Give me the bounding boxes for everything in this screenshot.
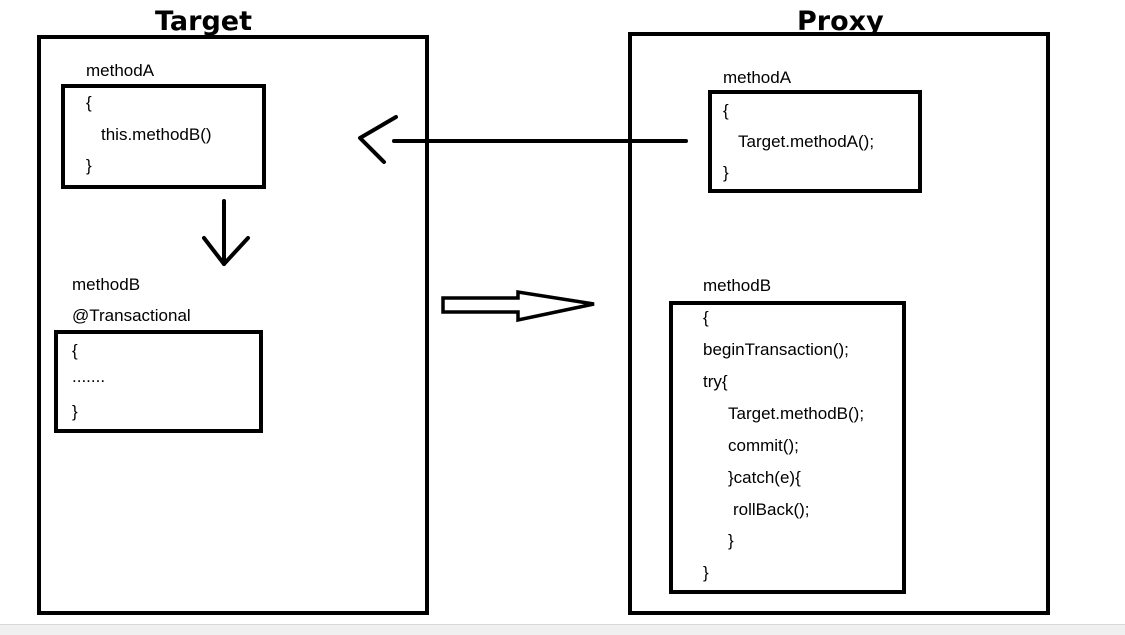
proxy-generation-arrow [441, 289, 595, 323]
proxy-methodB-line-3: try{ [703, 372, 728, 391]
proxy-methodA-close-brace: } [723, 163, 729, 182]
proxy-methodB-line-2: beginTransaction(); [703, 340, 849, 359]
proxy-methodB-box [669, 301, 906, 594]
proxy-methodA-box [708, 90, 922, 193]
target-methodB-body: ....... [72, 367, 106, 386]
proxy-methodB-line-9: } [703, 563, 709, 582]
target-methodA-close-brace: } [86, 156, 92, 175]
target-methodA-open-brace: { [86, 93, 92, 112]
proxy-methodA-call: Target.methodA(); [738, 132, 875, 151]
target-methodB-name: methodB [72, 275, 141, 294]
target-methodA-name: methodA [86, 61, 155, 80]
target-methodB-annotation: @Transactional [72, 306, 191, 325]
proxy-methodB-line-7: rollBack(); [733, 500, 810, 519]
proxy-methodB-line-5: commit(); [728, 436, 799, 455]
proxy-methodB-line-1: { [703, 308, 709, 327]
target-methodA-box [61, 84, 266, 189]
bottom-scroll-strip [0, 624, 1125, 635]
internal-call-arrow-down [202, 199, 250, 266]
target-container [37, 35, 429, 615]
proxy-methodB-name: methodB [703, 276, 772, 295]
proxy-methodB-line-8: } [728, 531, 734, 550]
down-arrow-head [202, 236, 250, 266]
call-arrow-head [358, 115, 398, 164]
call-arrow-left [358, 115, 688, 164]
target-methodB-close-brace: } [72, 402, 78, 421]
target-methodB-open-brace: { [72, 341, 78, 360]
proxy-methodA-name: methodA [723, 68, 792, 87]
proxy-title: Proxy [797, 6, 884, 37]
proxy-methodB-line-6: }catch(e){ [728, 468, 801, 487]
proxy-container [628, 32, 1050, 615]
target-title: Target [155, 6, 253, 37]
target-methodB-box [54, 330, 263, 433]
proxy-methodA-open-brace: { [723, 101, 729, 120]
target-methodA-call: this.methodB() [101, 125, 212, 144]
proxy-methodB-line-4: Target.methodB(); [728, 404, 865, 423]
